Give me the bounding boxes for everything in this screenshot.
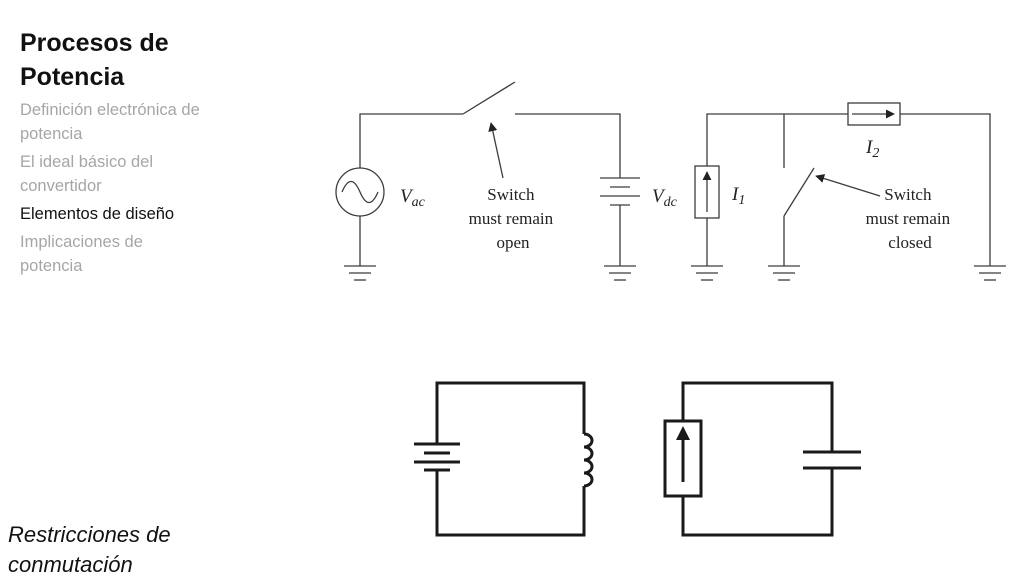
closed-switch-blade	[783, 167, 815, 217]
ground-icon	[974, 265, 1006, 281]
nav-item-elementos-diseno[interactable]: Elementos de diseño	[20, 205, 175, 223]
ground-icon	[604, 265, 636, 281]
wire-bl-bottom	[435, 470, 586, 537]
slide-section-title: Procesos de Potencia	[20, 29, 169, 91]
sine-wave-icon	[341, 180, 379, 204]
ac-dc-circuit: Vac Switch must remain open Vdc	[335, 81, 678, 281]
annotation-arrow-icon	[488, 122, 504, 179]
open-switch-blade	[462, 81, 516, 115]
note-switch-closed: Switch must remain closed	[866, 185, 955, 252]
i2-label: I2	[865, 137, 879, 161]
current-source-box	[663, 419, 703, 498]
sidebar-nav: Procesos de Potencia Definición electrón…	[20, 26, 220, 282]
current-source-capacitor-circuit	[663, 381, 861, 537]
arrow-up-head-icon	[676, 426, 690, 440]
wire-bl-top	[435, 381, 586, 444]
current-source-circuit: I1 I2 Switch must remain closed	[691, 102, 1006, 281]
wire-cc-bottom	[681, 468, 834, 537]
wire-cs-top-right	[900, 113, 991, 266]
i1-label: I1	[731, 184, 745, 208]
note-switch-open: Switch must remain open	[469, 185, 558, 252]
inductor-icon	[583, 432, 594, 488]
capacitor-icon	[803, 450, 861, 470]
nav-item-ideal-convertidor[interactable]: El ideal básico del convertidor	[20, 153, 153, 195]
v-ac-label: Vac	[400, 186, 426, 210]
slide-subtitle: Restricciones de conmutación	[8, 522, 171, 577]
ground-icon	[344, 265, 376, 281]
nav-item-implicaciones[interactable]: Implicaciones de potencia	[20, 233, 143, 275]
dc-battery-icon	[600, 177, 640, 206]
v-dc-label: Vdc	[652, 186, 678, 210]
wire-ac-top-left	[359, 113, 463, 168]
ac-source-icon	[335, 167, 385, 217]
wire-cs-top-left	[706, 113, 848, 166]
battery-icon	[414, 442, 460, 472]
wire-cc-top	[681, 381, 834, 452]
wire-ac-top-right	[515, 113, 621, 178]
ground-icon	[691, 265, 723, 281]
nav-item-definicion[interactable]: Definición electrónica de potencia	[20, 101, 200, 143]
annotation-arrow-icon	[815, 174, 881, 197]
ground-icon	[768, 265, 800, 281]
battery-inductor-circuit	[414, 381, 594, 537]
